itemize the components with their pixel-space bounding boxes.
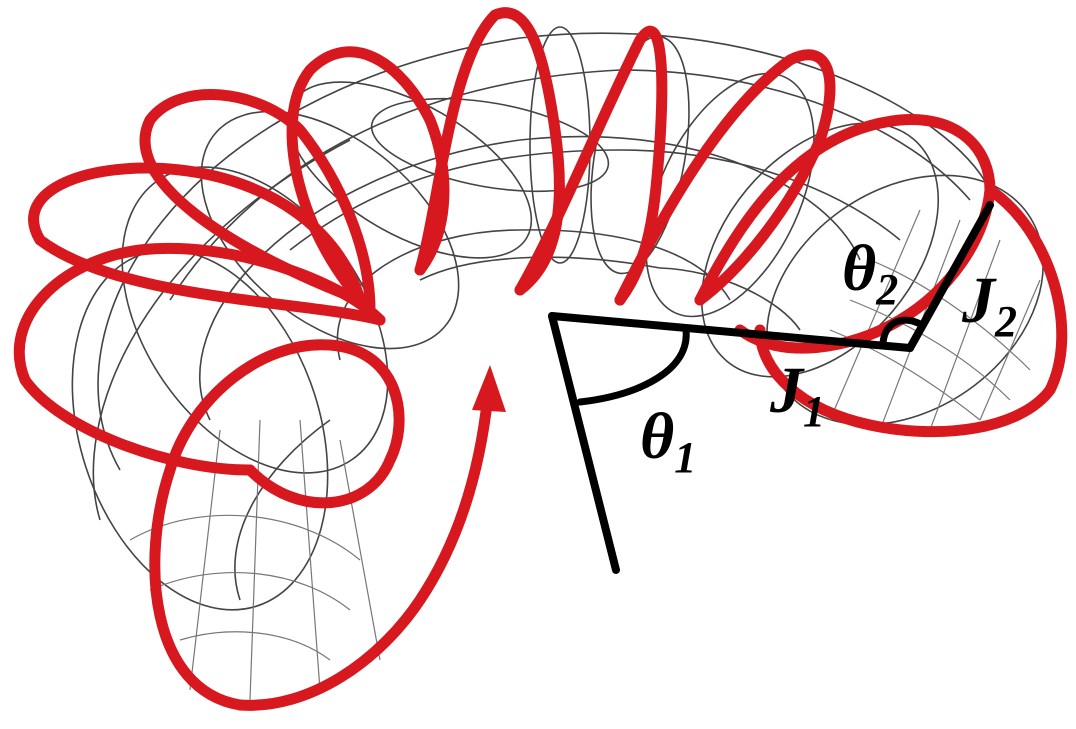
helix-coil [19, 13, 1062, 706]
svg-text:J2: J2 [961, 264, 1017, 346]
label-j1: J1 [769, 354, 825, 436]
label-theta2: θ2 [842, 232, 898, 314]
svg-text:θ1: θ1 [640, 400, 696, 482]
helix-winding-1 [155, 345, 399, 705]
svg-text:J1: J1 [769, 354, 825, 436]
axis-vertical-arm [552, 316, 616, 570]
arrowhead-icon [472, 365, 506, 412]
j1-arm [552, 316, 910, 348]
theta1-angle-arc [580, 330, 686, 402]
svg-text:θ2: θ2 [842, 232, 898, 314]
label-j2: J2 [961, 264, 1017, 346]
label-theta1: θ1 [640, 400, 696, 482]
helix-start-segment [240, 395, 488, 705]
